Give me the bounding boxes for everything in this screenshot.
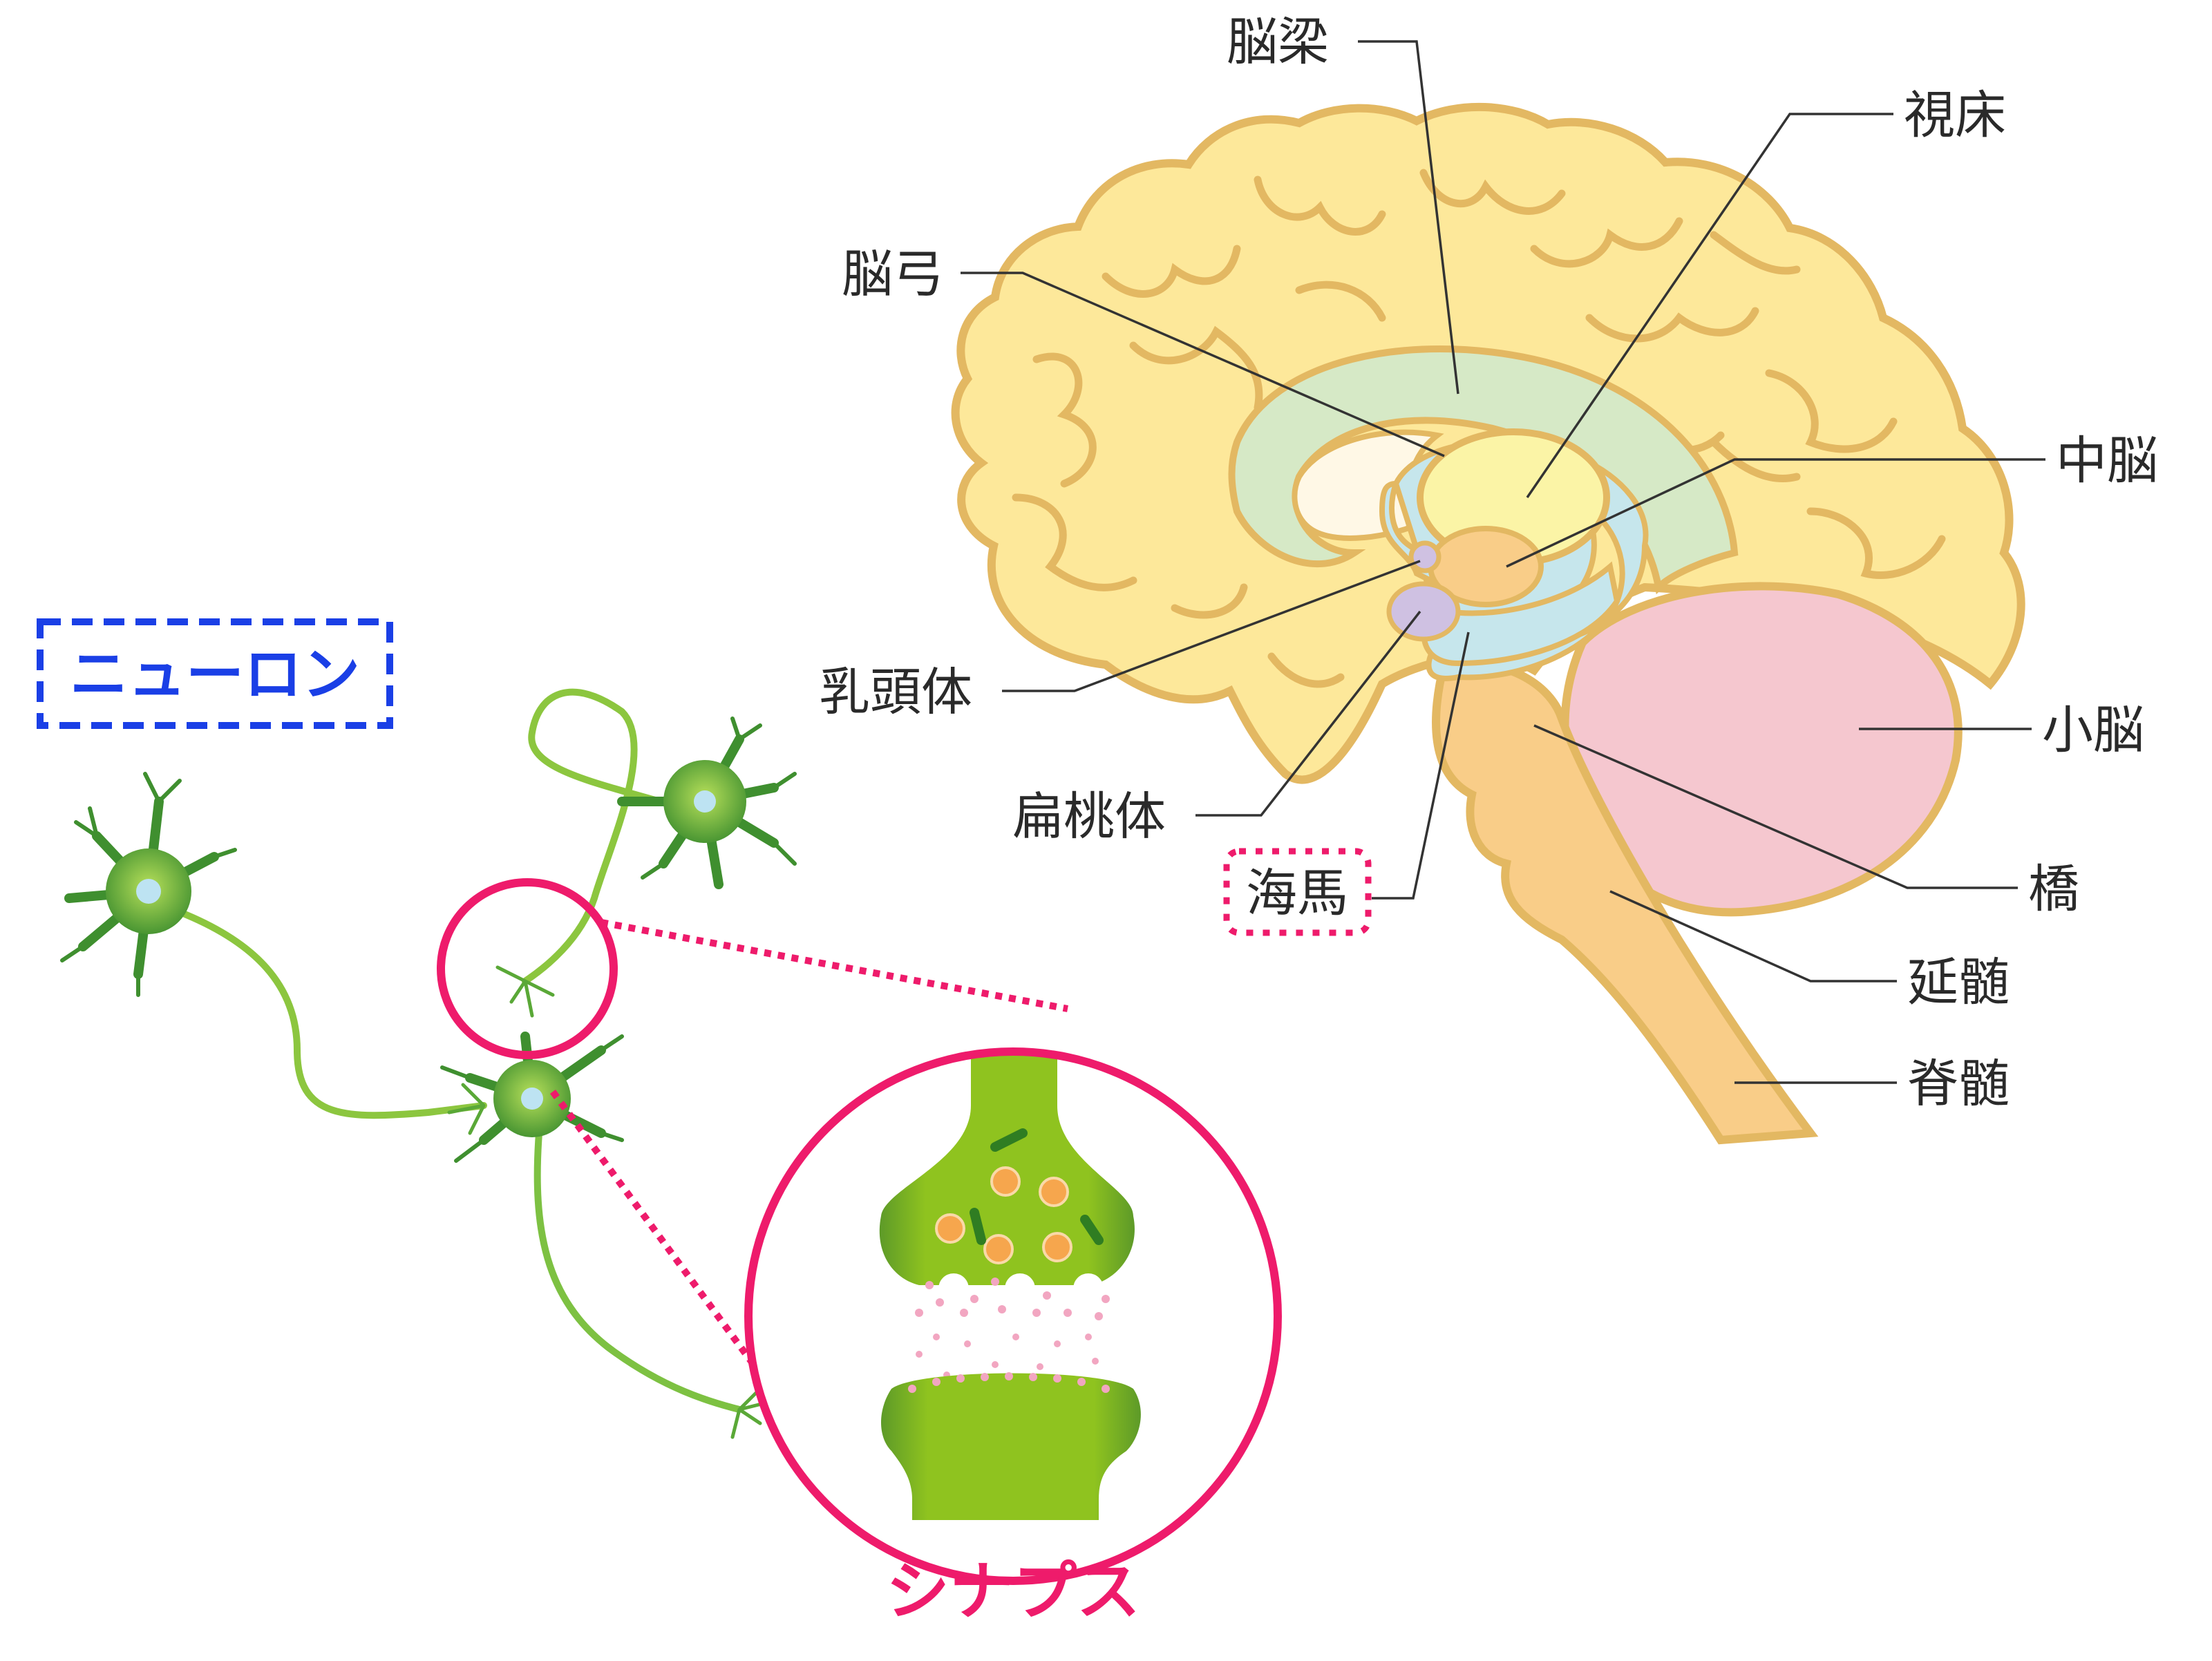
hippocampus-highlight-box (1223, 848, 1372, 936)
neuron-title: ニューロン (70, 640, 360, 708)
label-amygdala: 扁桃体 (1012, 787, 1166, 846)
label-thalamus: 視床 (1904, 86, 2006, 145)
axon-terminals (447, 965, 769, 1439)
mitochondria (970, 1128, 1104, 1245)
nucleus (136, 879, 161, 904)
label-mammillary-body: 乳頭体 (819, 663, 972, 722)
nucleus (694, 790, 716, 813)
zoom-connector-top (601, 919, 1068, 1012)
synapse-detail: シナプス (744, 1047, 1282, 1629)
hippocampus (1421, 561, 1620, 667)
zoom-source-circle (437, 878, 618, 1059)
neuron-top-right (617, 716, 797, 889)
vesicles (935, 1166, 1072, 1264)
label-spinal-cord: 脊髄 (1907, 1054, 2010, 1114)
label-corpus-callosum: 脳梁 (1227, 12, 1329, 72)
axon-left (176, 909, 487, 1119)
brain-illustration (951, 102, 2025, 1145)
synapse-zoom-circle (744, 1047, 1282, 1585)
label-midbrain: 中脳 (2056, 431, 2158, 491)
label-fornix: 脳弓 (842, 245, 944, 304)
mammillary-body (1408, 540, 1441, 573)
neuron-left (60, 772, 237, 997)
amygdala (1386, 581, 1461, 642)
label-pons: 橋 (2028, 860, 2079, 919)
neuron-center (440, 1032, 624, 1163)
synapse-title: シナプス (886, 1555, 1140, 1629)
label-cerebellum: 小脳 (2042, 701, 2144, 760)
postsynaptic-terminal (881, 1373, 1141, 1520)
receptors (908, 1372, 1110, 1393)
leader-lines (961, 40, 2045, 1084)
neuron-title-box: ニューロン (37, 618, 393, 729)
neurotransmitters (915, 1278, 1110, 1385)
release-sites (938, 1273, 1104, 1304)
brainstem (1432, 658, 1819, 1145)
axon-bottom (533, 1130, 743, 1413)
axon-top (522, 688, 663, 985)
brain-labels: 脳梁 視床 脳弓 中脳 乳頭体 小脳 扁桃体 橋 海馬 延髄 脊髄 (819, 12, 2158, 1114)
neuron-network (60, 688, 797, 1439)
label-hippocampus: 海馬 (1246, 864, 1348, 923)
label-medulla: 延髄 (1907, 953, 2010, 1012)
nucleus (521, 1088, 543, 1110)
